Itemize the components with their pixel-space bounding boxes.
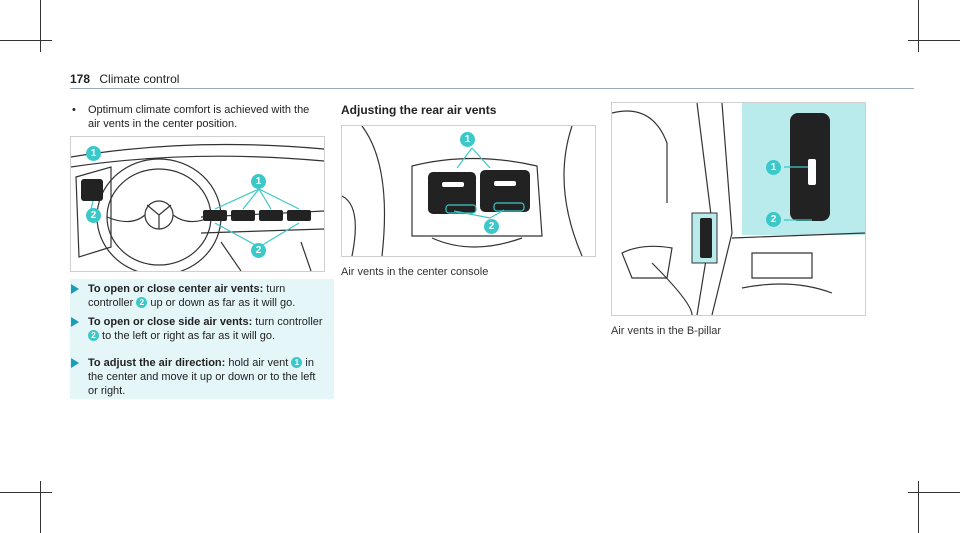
rear-vents-figure: 1 2 <box>341 125 596 257</box>
crop-mark <box>918 0 919 52</box>
callout-1-badge: 1 <box>86 146 101 161</box>
callout-2-badge: 2 <box>86 208 101 223</box>
rear-vents-caption: Air vents in the center console <box>341 266 489 278</box>
step-side-vents: To open or close side air vents: turn co… <box>71 315 328 343</box>
page-header: 178 Climate control <box>70 72 179 86</box>
crop-mark <box>40 481 41 533</box>
step-center-vents: To open or close center air vents: turn … <box>71 282 328 310</box>
step-heading: To adjust the air direction: <box>88 357 226 369</box>
callout-1-badge: 1 <box>251 174 266 189</box>
dashboard-illustration <box>71 143 324 271</box>
callout-1-badge: 1 <box>460 132 475 147</box>
step-air-direction: To adjust the air direction: hold air ve… <box>71 356 328 398</box>
crop-mark <box>908 40 960 41</box>
step-heading: To open or close side air vents: <box>88 316 253 328</box>
step-text: turn controller <box>88 283 286 309</box>
page-number: 178 <box>70 72 91 86</box>
arrow-icon <box>71 317 79 327</box>
callout-ref-badge: 2 <box>88 330 99 341</box>
step-text: hold air vent <box>225 357 292 369</box>
crop-mark <box>918 481 919 533</box>
bullet-dot: • <box>72 104 76 116</box>
callout-ref-badge: 1 <box>291 357 303 368</box>
bullet-text: Optimum climate comfort is achieved with… <box>88 104 310 130</box>
dashboard-figure: 1 2 1 2 <box>70 136 325 272</box>
callout-2-badge: 2 <box>484 219 499 234</box>
instruction-steps <box>70 279 334 399</box>
bpillar-illustration <box>612 103 865 315</box>
callout-ref-badge: 2 <box>136 297 148 308</box>
crop-mark <box>40 0 41 52</box>
crop-mark <box>908 492 960 493</box>
step-text: in the center and move it up or down or … <box>88 357 316 397</box>
step-text: up or down as far as it will go. <box>147 297 296 309</box>
arrow-icon <box>71 284 79 294</box>
header-divider <box>70 88 914 89</box>
crop-mark <box>0 40 52 41</box>
crop-mark <box>0 492 52 493</box>
callout-2-badge: 2 <box>251 243 266 258</box>
step-text: to the left or right as far as it will g… <box>99 330 276 342</box>
step-text: turn controller <box>252 316 323 328</box>
section-title: Climate control <box>99 72 180 86</box>
callout-2-badge: 2 <box>766 212 781 227</box>
callout-1-badge: 1 <box>766 160 781 175</box>
rear-vents-heading: Adjusting the rear air vents <box>341 103 497 117</box>
arrow-icon <box>71 358 79 368</box>
bpillar-figure: 1 2 <box>611 102 866 316</box>
rear-console-illustration <box>342 126 583 256</box>
intro-bullet: • Optimum climate comfort is achieved wi… <box>72 103 322 131</box>
step-heading: To open or close center air vents: <box>88 283 264 295</box>
bpillar-caption: Air vents in the B-pillar <box>611 325 722 337</box>
